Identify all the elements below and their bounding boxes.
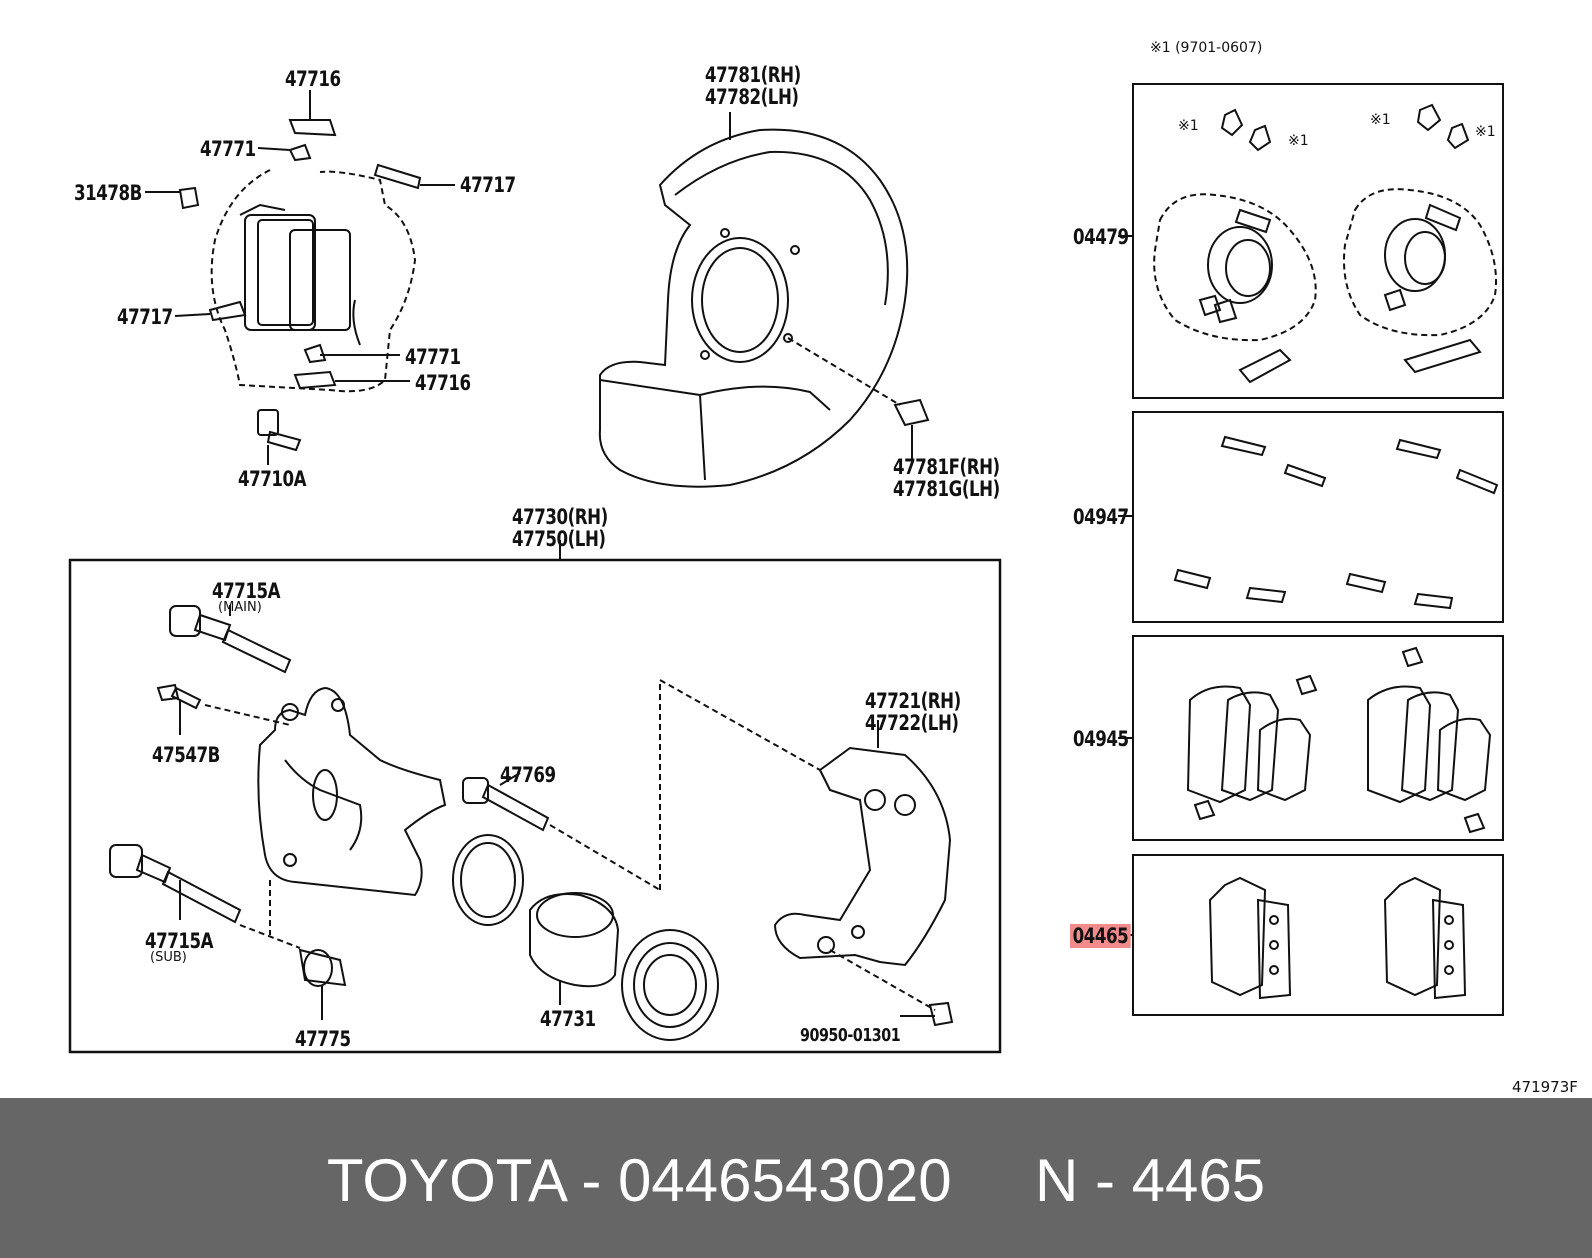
label-sub: (SUB)	[150, 950, 187, 965]
label-47710a: 47710A	[238, 467, 307, 491]
label-47717-left: 47717	[117, 305, 173, 329]
label-47781f-rh: 47781F(RH)	[893, 455, 1000, 479]
label-47715a-main: 47715A	[212, 579, 281, 603]
label-31478b: 31478B	[74, 181, 142, 205]
note-top: ※1 (9701-0607)	[1150, 40, 1263, 56]
label-47722-lh: 47722(LH)	[865, 711, 959, 735]
label-04479: 04479	[1073, 225, 1129, 249]
label-47731: 47731	[540, 1007, 596, 1031]
label-47782-lh: 47782(LH)	[705, 85, 799, 109]
label-47769: 47769	[500, 763, 556, 787]
label-x1-a: ※1	[1178, 118, 1199, 134]
label-47721-rh: 47721(RH)	[865, 689, 961, 713]
figure-code: 471973F	[1512, 1078, 1578, 1096]
label-x1-b: ※1	[1288, 133, 1309, 149]
label-04465-highlighted: 04465	[1070, 924, 1131, 948]
parts-diagram: ※1 (9701-0607) 47716 47771 31478B 47717 …	[68, 40, 1578, 1096]
label-04947: 04947	[1073, 505, 1129, 529]
label-x1-d: ※1	[1475, 124, 1496, 140]
label-47730-rh: 47730(RH)	[512, 505, 608, 529]
footer-part-title: TOYOTA - 0446543020 N - 4465	[326, 1147, 1266, 1214]
label-x1-c: ※1	[1370, 112, 1391, 128]
label-47771-top: 47771	[200, 137, 256, 161]
label-47716-bottom: 47716	[415, 371, 471, 395]
label-47775: 47775	[295, 1027, 351, 1051]
diagram-drawing	[68, 83, 1504, 1054]
label-47781-rh: 47781(RH)	[705, 63, 801, 87]
label-90950-01301: 90950-01301	[800, 1025, 901, 1046]
label-47717-top: 47717	[460, 173, 516, 197]
label-47750-lh: 47750(LH)	[512, 527, 606, 551]
footer-bar: TOYOTA - 0446543020 N - 4465	[0, 1098, 1592, 1258]
label-47715a-sub: 47715A	[145, 929, 214, 953]
label-47716-top: 47716	[285, 67, 341, 91]
label-47547b: 47547B	[152, 743, 220, 767]
label-main: (MAIN)	[218, 600, 262, 615]
label-47771-bottom: 47771	[405, 345, 461, 369]
label-47781g-lh: 47781G(LH)	[893, 477, 1000, 501]
label-04945: 04945	[1073, 727, 1129, 751]
